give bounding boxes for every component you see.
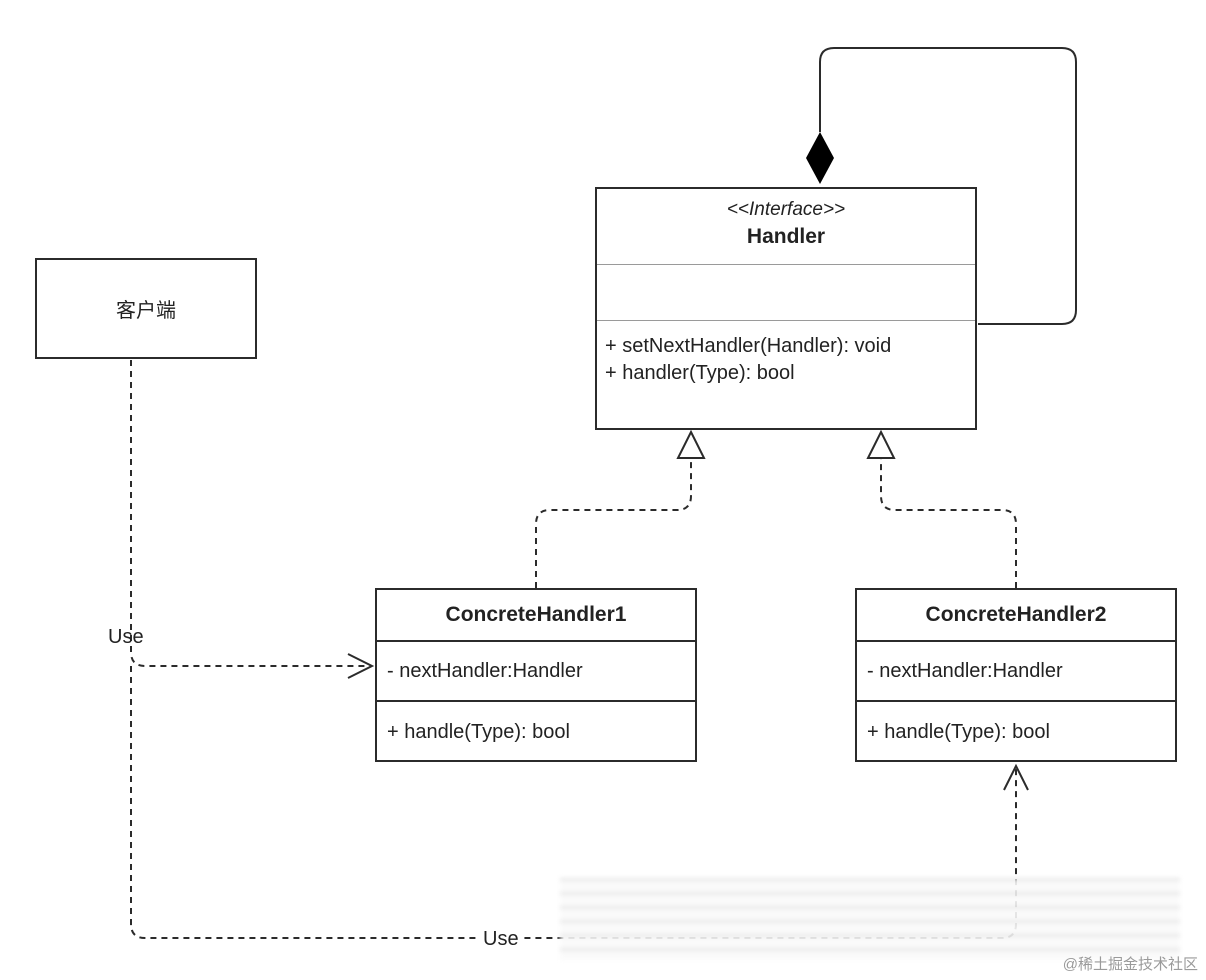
composition-loop-edge (819, 47, 1077, 325)
client-label: 客户端 (116, 300, 176, 322)
handler-operations: + setNextHandler(Handler): void + handle… (597, 321, 975, 387)
handler-interface-box: <<Interface>> Handler + setNextHandler(H… (595, 187, 977, 430)
concrete-handler-1-operation: + handle(Type): bool (387, 720, 570, 743)
concrete-handler-2-operation: + handle(Type): bool (867, 720, 1050, 743)
realization-arrowhead-1 (676, 429, 706, 459)
realization-arrowhead-2 (866, 429, 896, 459)
use-arrowhead-1 (347, 653, 375, 679)
concrete-handler-2-attribute: - nextHandler:Handler (857, 642, 1175, 702)
handler-header: <<Interface>> Handler (597, 189, 975, 265)
handler-operation: + setNextHandler(Handler): void (605, 335, 892, 357)
realization-edge-1 (535, 458, 692, 588)
concrete-handler-2-name: ConcreteHandler2 (857, 590, 1175, 642)
blurred-region (560, 878, 1180, 960)
use-label-2: Use (480, 928, 522, 950)
concrete-handler-1-name: ConcreteHandler1 (377, 590, 695, 642)
use-label-1: Use (108, 626, 144, 648)
use-arrowhead-2 (1003, 763, 1029, 791)
realization-edge-2 (880, 458, 1017, 588)
handler-operation: + handler(Type): bool (605, 362, 795, 384)
handler-name: Handler (746, 225, 826, 248)
concrete-handler-1-box: ConcreteHandler1 - nextHandler:Handler +… (375, 588, 697, 762)
handler-attributes (597, 265, 975, 321)
use-edge-1 (130, 360, 372, 667)
client-box: 客户端 (35, 258, 257, 359)
concrete-handler-2-box: ConcreteHandler2 - nextHandler:Handler +… (855, 588, 1177, 762)
watermark-text: @稀土掘金技术社区 (1062, 956, 1198, 973)
concrete-handler-1-attribute: - nextHandler:Handler (377, 642, 695, 702)
composition-diamond (806, 132, 834, 184)
handler-stereotype: <<Interface>> (726, 199, 846, 220)
